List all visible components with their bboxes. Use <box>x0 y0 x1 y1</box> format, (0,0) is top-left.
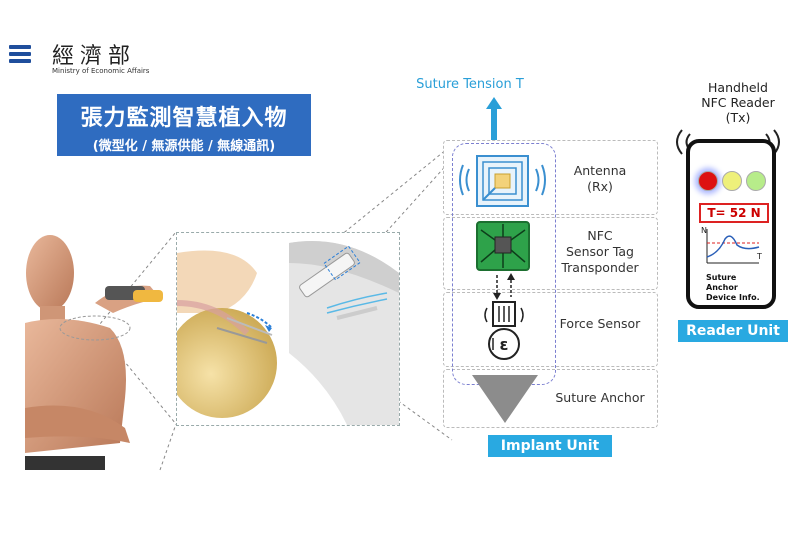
ministry-name-en: Ministry of Economic Affairs <box>52 67 150 75</box>
tension-readout: T= 52 N <box>699 203 769 223</box>
force-sensor-icon: ε <box>484 301 524 360</box>
nfc-chip-icon <box>476 221 530 271</box>
suture-tension-label: Suture Tension T <box>416 77 524 92</box>
suture-tension-arrow-icon <box>486 97 502 145</box>
antenna-icon <box>459 155 546 207</box>
title-main: 張力監測智慧植入物 <box>80 106 288 131</box>
signal-arrows-icon <box>493 273 515 300</box>
suture-anchor-label: Suture Anchor <box>555 390 645 405</box>
suture-anchor-icon <box>472 375 538 423</box>
title-box: 張力監測智慧植入物 (微型化 / 無源供能 / 無線通訊) <box>57 94 311 156</box>
reader-unit-badge: Reader Unit <box>678 320 788 342</box>
graph-x-label: T <box>756 252 762 261</box>
nfc-reader-phone: T= 52 N N T Suture Anchor Device Info. <box>686 139 776 309</box>
reader-title: Handheld NFC Reader (Tx) <box>701 80 775 125</box>
tension-graph: N T <box>701 226 762 264</box>
title-sub: (微型化 / 無源供能 / 無線通訊) <box>92 139 276 154</box>
svg-text:ε: ε <box>500 335 509 354</box>
shoulder-anchor-illustration <box>167 241 399 425</box>
antenna-label: Antenna (Rx) <box>573 163 627 194</box>
yellow-indicator-icon <box>722 171 742 191</box>
red-indicator-icon <box>698 171 718 191</box>
graph-y-label: N <box>701 226 707 235</box>
phone-screen: T= 52 N N T Suture Anchor Device Info. <box>695 153 769 302</box>
force-sensor-label: Force Sensor <box>559 316 641 331</box>
nfc-tag-label: NFC Sensor Tag Transponder <box>561 228 639 275</box>
implant-unit-badge: Implant Unit <box>488 435 612 457</box>
device-info-text: Suture Anchor Device Info. <box>706 273 760 302</box>
ministry-logo-icon <box>9 45 31 67</box>
ministry-name-cn: 經濟部 <box>52 44 137 69</box>
green-indicator-icon <box>746 171 766 191</box>
human-body-illustration <box>25 235 163 470</box>
force-sensor-cell: Force Sensor <box>443 292 658 367</box>
zoom-panel <box>167 232 400 426</box>
